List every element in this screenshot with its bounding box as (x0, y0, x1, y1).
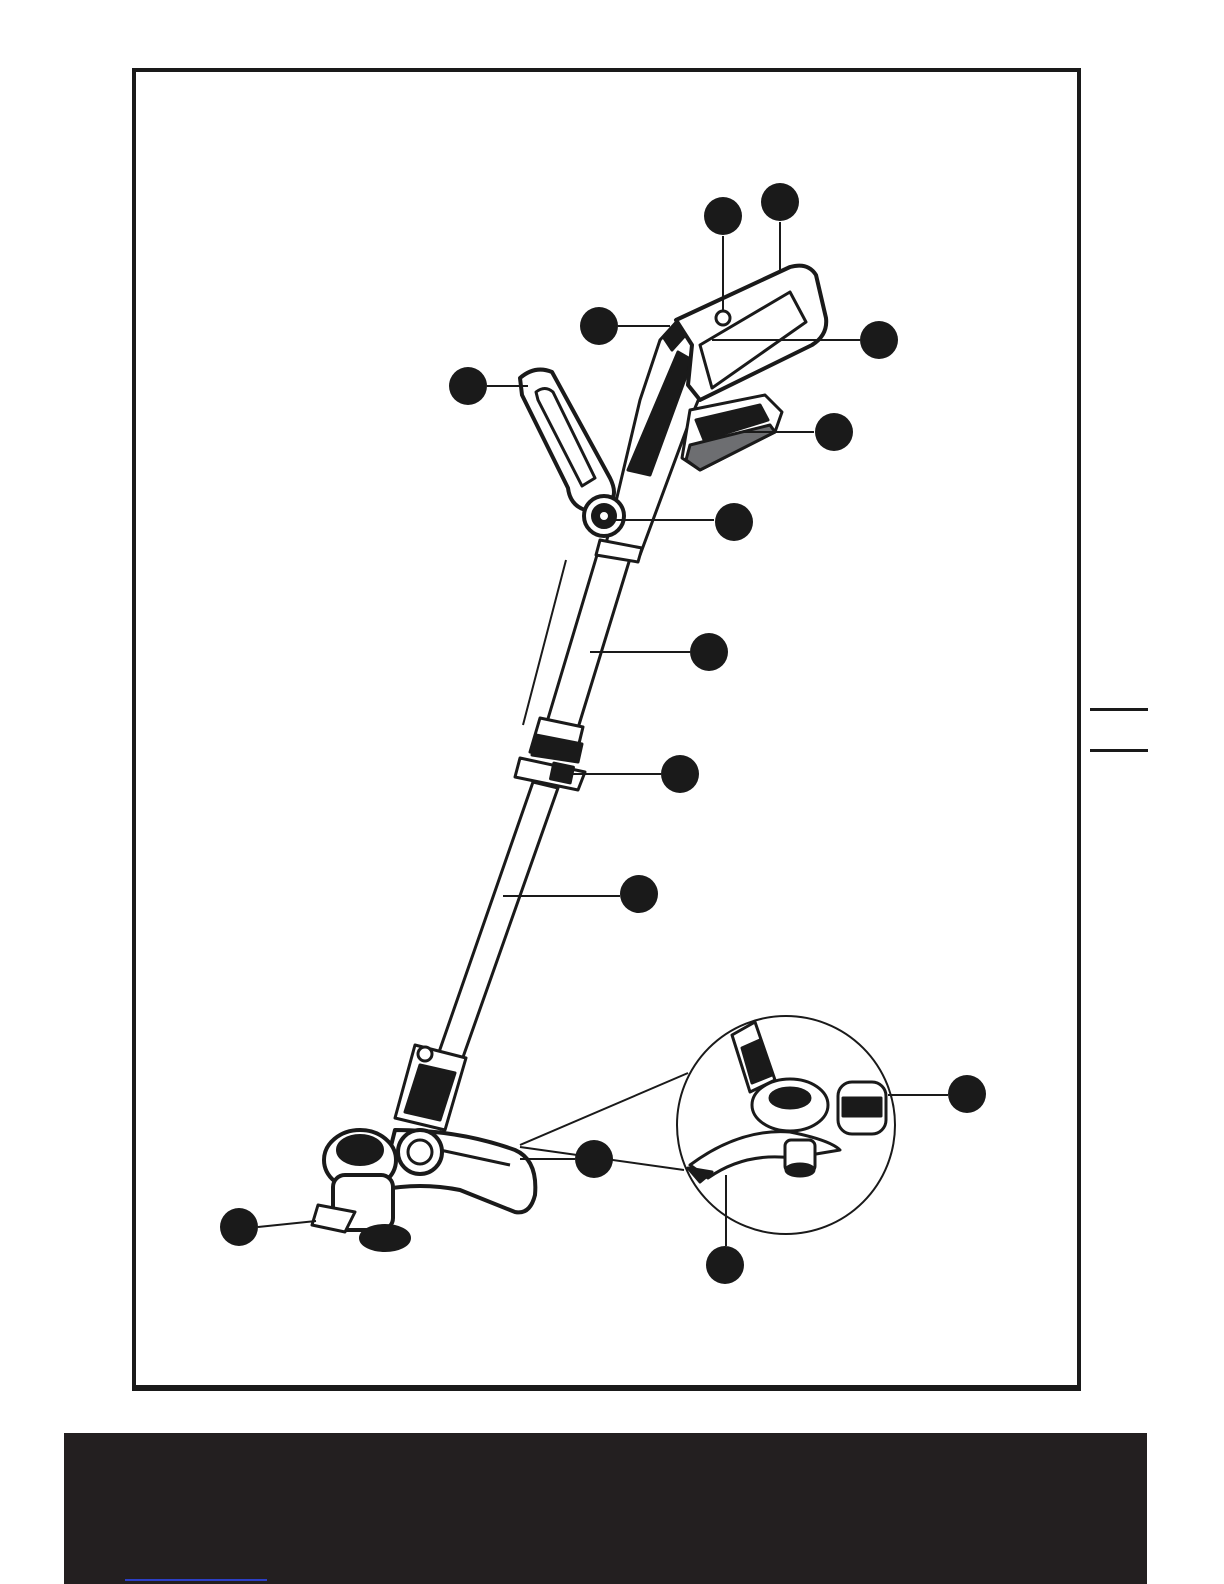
callout-edging-guide (220, 1208, 258, 1246)
callout-aux-handle-adjust-knob (715, 503, 753, 541)
side-rule-top (1090, 708, 1148, 711)
footer-link[interactable] (125, 1579, 267, 1581)
rear-handle (676, 266, 826, 400)
callout-lower-shaft (620, 875, 658, 913)
shaft (438, 545, 632, 1060)
callout-rear-handle (761, 183, 799, 221)
callout-upper-shaft (690, 633, 728, 671)
callout-power-button (704, 197, 742, 235)
callout-line-cutter (706, 1246, 744, 1284)
callout-switch-trigger (860, 321, 898, 359)
auxiliary-handle (520, 370, 624, 536)
motor-head (395, 1045, 466, 1130)
spool-head (312, 1130, 442, 1250)
side-rule-bottom (1090, 749, 1148, 752)
callout-battery-pack (815, 413, 853, 451)
inset-spool-wheel (838, 1082, 886, 1134)
callout-spool-wheel (948, 1075, 986, 1113)
callout-guard (575, 1140, 613, 1178)
telescopic-collar (515, 718, 585, 790)
callout-telescopic-collar (661, 755, 699, 793)
callout-auxiliary-handle (449, 367, 487, 405)
footer-band (64, 1433, 1147, 1584)
callout-lock-off-button (580, 307, 618, 345)
